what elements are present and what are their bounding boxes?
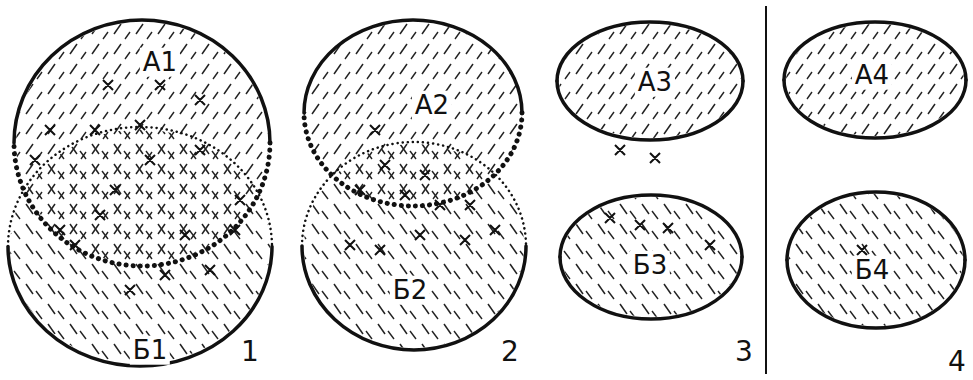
hatching	[10, 22, 964, 364]
outline-arc	[8, 127, 272, 247]
region-label: Б2	[390, 276, 430, 305]
outline-arc	[787, 192, 965, 260]
figure-number: 2	[498, 337, 522, 368]
figure-number: 4	[945, 347, 969, 378]
region-label: А3	[635, 68, 675, 97]
cell-region: А1	[12, 18, 272, 268]
cell-region: Б4	[785, 190, 967, 330]
cell-region: Б2	[300, 140, 528, 352]
region-label: А1	[140, 48, 180, 77]
outline-arc	[302, 246, 526, 350]
cell-region: Б1	[6, 125, 274, 368]
region-label: Б4	[852, 256, 892, 285]
outline-arc	[14, 20, 270, 143]
divider-line	[765, 6, 767, 374]
region-label: Б3	[630, 251, 670, 280]
region-label: Б1	[130, 336, 170, 365]
outline-arc	[14, 143, 270, 266]
region-label: А4	[852, 61, 892, 90]
cell-region: А2	[302, 18, 524, 208]
figure-number: 3	[732, 337, 756, 368]
figure-number: 1	[238, 337, 262, 368]
cell-region: Б3	[558, 193, 744, 321]
outline-arc	[8, 247, 272, 367]
cell-region: А4	[782, 20, 968, 140]
region-outline	[6, 125, 274, 368]
outline-arc	[304, 113, 522, 206]
region-label: А2	[412, 91, 452, 120]
outline-arc	[302, 142, 526, 246]
region-outline	[300, 140, 528, 352]
cell-region: А3	[555, 20, 745, 142]
outline-arc	[560, 195, 742, 257]
